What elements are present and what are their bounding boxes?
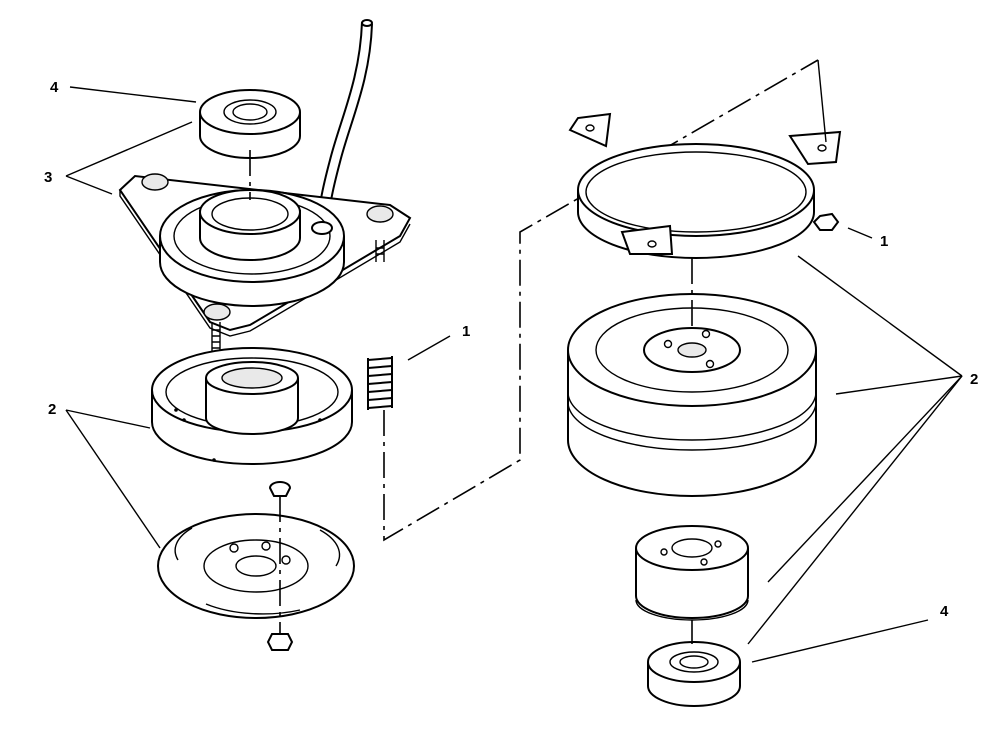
armature-plate <box>157 513 355 619</box>
brake-ring <box>568 112 842 259</box>
field-housing <box>118 173 412 337</box>
left-top-bearing <box>199 89 301 159</box>
callout-right-bearing: 4 <box>940 603 949 620</box>
right-bottom-bearing <box>647 641 741 707</box>
callout-left-spring: 1 <box>462 323 470 340</box>
right-leader-lines <box>747 59 963 663</box>
callout-right-nut: 1 <box>880 233 888 250</box>
bottom-nut <box>266 633 294 651</box>
hub <box>635 525 749 621</box>
pulley <box>567 293 817 497</box>
callout-left-field: 3 <box>44 169 52 186</box>
left-leader-lines <box>65 86 451 549</box>
right-nut <box>812 212 840 231</box>
brake-spring <box>367 356 393 410</box>
callout-left-bearing: 4 <box>50 79 59 96</box>
rivet <box>268 481 292 497</box>
callout-left-armature: 2 <box>48 401 56 418</box>
rotor <box>151 347 353 465</box>
callout-right-pulley: 2 <box>970 371 978 388</box>
